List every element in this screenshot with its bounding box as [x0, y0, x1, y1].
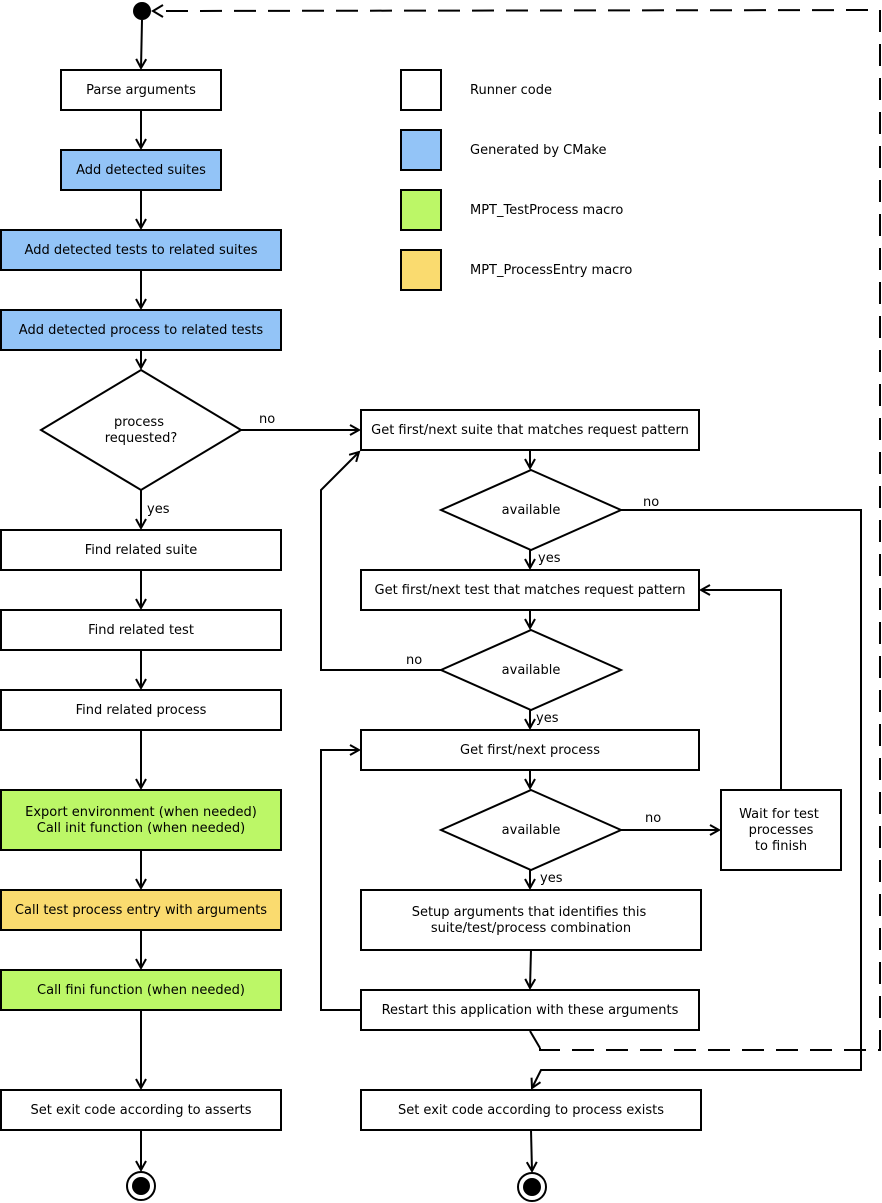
- available-process-label: available: [502, 823, 561, 838]
- call-entry-box: [0, 889, 282, 931]
- find-suite-label: Find related suite: [85, 543, 198, 558]
- edge-label-yes-left: yes: [147, 502, 170, 517]
- find-suite-box: [0, 529, 282, 571]
- restart-loop-tick: [529, 1030, 541, 1049]
- legend-label-cmake: Generated by CMake: [470, 143, 607, 158]
- get-process-label: Get first/next process: [460, 743, 600, 758]
- edge-label-yes-suite: yes: [538, 551, 561, 566]
- edge-start-parse: [141, 19, 142, 68]
- add-suites-label: Add detected suites: [76, 163, 206, 178]
- find-test-label: Find related test: [88, 623, 194, 638]
- restart-loop-arrowhead: [151, 4, 164, 18]
- wait-label-2: processes: [749, 823, 814, 838]
- edge-label-yes-process: yes: [540, 871, 563, 886]
- add-process-label: Add detected process to related tests: [19, 323, 264, 338]
- edge-available-test-no: [320, 452, 441, 671]
- edge-label-yes-test: yes: [536, 711, 559, 726]
- process-requested-label-2: requested?: [105, 431, 178, 446]
- exit-process-box: [360, 1089, 702, 1131]
- start-node: [133, 2, 151, 20]
- restart-label: Restart this application with these argu…: [382, 1003, 679, 1018]
- legend-swatch-cmake: [400, 129, 442, 171]
- legend-swatch-process-entry: [400, 249, 442, 291]
- edge-wait-gettest: [701, 590, 782, 790]
- export-environment-label-2: Call init function (when needed): [37, 821, 245, 836]
- setup-arguments-label-2: suite/test/process combination: [431, 921, 631, 936]
- add-tests-label: Add detected tests to related suites: [25, 243, 258, 258]
- exit-process-label: Set exit code according to process exist…: [398, 1103, 664, 1118]
- wait-label-1: Wait for test: [739, 807, 819, 822]
- edge-label-no-suite: no: [643, 495, 659, 510]
- end-node-left-dot: [132, 1177, 150, 1195]
- call-entry-label: Call test process entry with arguments: [15, 903, 267, 918]
- legend-label-test-process: MPT_TestProcess macro: [470, 203, 623, 218]
- restart-loop-dashed: [154, 8, 881, 1051]
- available-suite-label: available: [502, 503, 561, 518]
- wait-box: [720, 789, 842, 871]
- get-process-box: [360, 729, 700, 771]
- exit-asserts-label: Set exit code according to asserts: [31, 1103, 252, 1118]
- restart-box: [360, 989, 700, 1031]
- find-process-label: Find related process: [76, 703, 207, 718]
- legend-label-process-entry: MPT_ProcessEntry macro: [470, 263, 632, 278]
- process-requested-label-1: process: [114, 415, 164, 430]
- edge-label-no-decision: no: [259, 412, 275, 427]
- parse-arguments-label: Parse arguments: [86, 83, 196, 98]
- setup-arguments-label-1: Setup arguments that identifies this: [412, 905, 647, 920]
- add-process-box: [0, 309, 282, 351]
- available-test-label: available: [502, 663, 561, 678]
- edge-setup-restart: [530, 949, 531, 988]
- legend-label-runner: Runner code: [470, 83, 552, 98]
- wait-label-3: to finish: [755, 839, 807, 854]
- call-fini-label: Call fini function (when needed): [37, 983, 245, 998]
- edge-label-no-test: no: [406, 653, 422, 668]
- process-requested-decision: [39, 368, 243, 492]
- legend-swatch-runner: [400, 69, 442, 111]
- edge-available-suite-no: [532, 509, 862, 1088]
- exit-asserts-box: [0, 1089, 282, 1131]
- edge-restart-getprocess: [320, 750, 361, 1011]
- find-process-box: [0, 689, 282, 731]
- get-test-label: Get first/next test that matches request…: [375, 583, 686, 598]
- setup-arguments-box: [360, 889, 702, 951]
- export-environment-label-1: Export environment (when needed): [25, 805, 257, 820]
- call-fini-box: [0, 969, 282, 1011]
- get-suite-label: Get first/next suite that matches reques…: [371, 423, 689, 438]
- add-suites-box: [60, 149, 222, 191]
- edge-label-no-process: no: [645, 811, 661, 826]
- edge-exit-end-right: [531, 1129, 532, 1171]
- find-test-box: [0, 609, 282, 651]
- end-node-right-dot: [523, 1178, 541, 1196]
- legend-swatch-test-process: [400, 189, 442, 231]
- export-environment-box: [0, 789, 282, 851]
